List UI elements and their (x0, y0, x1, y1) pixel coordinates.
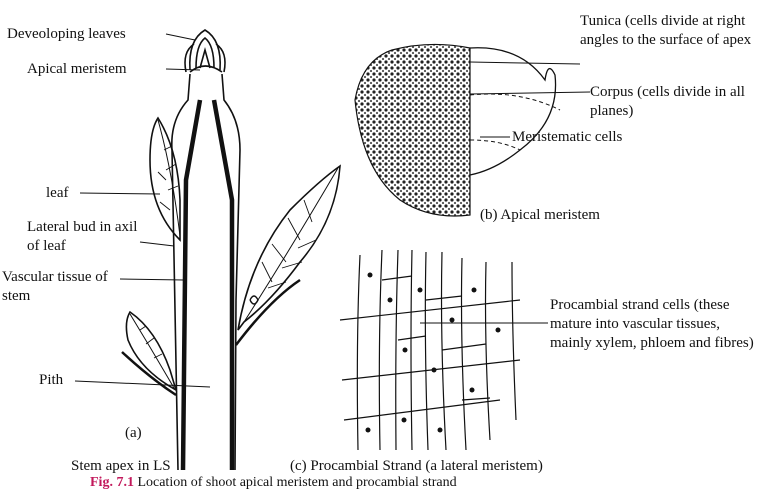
label-procambial-cells: Procambial strand cells (these mature in… (550, 297, 754, 351)
label-lateral-bud: Lateral bud in axil of leaf (27, 219, 138, 254)
label-developing-leaves: Deveoloping leaves (7, 26, 126, 42)
right-leaf-shape (235, 164, 341, 346)
apical-meristem-drawing (354, 43, 561, 217)
label-apical-meristem: Apical meristem (27, 61, 127, 77)
label-stem-apex-ls: Stem apex in LS (71, 458, 171, 474)
label-leaf: leaf (46, 185, 69, 201)
upper-left-leaf-shape (149, 116, 181, 242)
apex-dome-shape (189, 65, 223, 73)
lower-left-leaf-shape (121, 310, 178, 397)
label-part-b: (b) Apical meristem (480, 207, 600, 223)
label-corpus: Corpus (cells divide in all planes) (590, 84, 745, 119)
vascular-strand-left (180, 99, 203, 471)
leader-lines (74, 33, 591, 388)
label-vascular-tissue: Vascular tissue of stem (2, 269, 108, 304)
procambial-nuclei (365, 272, 501, 433)
vascular-strand-right (211, 99, 235, 470)
lateral-bud-shape (249, 295, 259, 305)
label-pith: Pith (39, 372, 64, 388)
stem-ls-drawing (121, 29, 341, 471)
meristem-dotted-mass (354, 43, 471, 217)
label-part-a: (a) (125, 425, 142, 441)
figure-caption: Fig. 7.1 Location of shoot apical merist… (90, 475, 457, 491)
procambial-strand-drawing (339, 249, 521, 451)
figure-caption-text: Location of shoot apical meristem and pr… (137, 475, 457, 490)
developing-leaves-shape (184, 29, 226, 73)
label-meristematic-cells: Meristematic cells (512, 129, 623, 145)
tunica-outline (469, 47, 557, 176)
figure-number: Fig. 7.1 (90, 475, 134, 490)
label-part-c: (c) Procambial Strand (a lateral meriste… (290, 458, 543, 474)
label-tunica: Tunica (cells divide at right angles to … (580, 13, 752, 48)
